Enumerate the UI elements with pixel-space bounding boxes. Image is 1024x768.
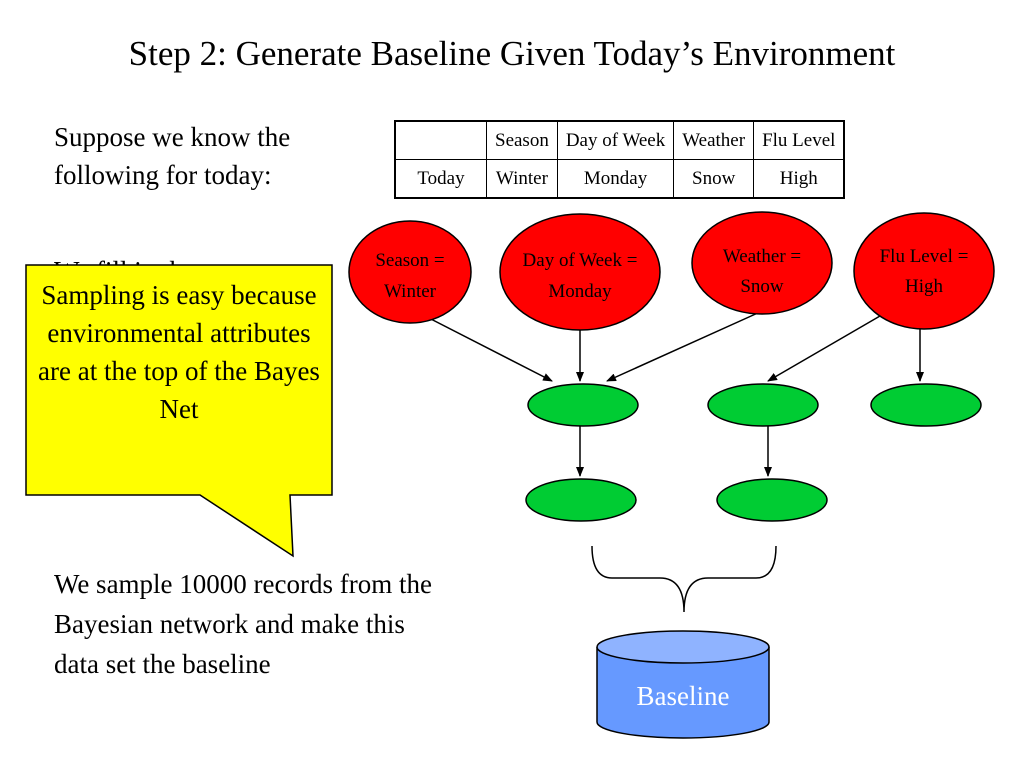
- hidden-node-1: [527, 383, 639, 427]
- callout-text: Sampling is easy because environmental a…: [38, 280, 320, 424]
- node-day-of-week: Day of Week = Monday: [499, 213, 661, 331]
- intro-text: Suppose we know the following for today:: [54, 122, 291, 190]
- node-flu-level-label-2: High: [905, 276, 944, 297]
- node-weather-label-1: Weather =: [723, 246, 801, 267]
- hidden-node-3: [870, 383, 982, 427]
- table-cell: Today: [394, 159, 487, 199]
- node-season: Season = Winter: [348, 220, 472, 324]
- slide-title: Step 2: Generate Baseline Given Today’s …: [128, 34, 896, 73]
- node-flu-level: Flu Level = High: [853, 212, 995, 330]
- hidden-node-5: [716, 478, 828, 522]
- node-weather-label-2: Snow: [740, 276, 784, 297]
- edge-weather-to-node1: [606, 311, 761, 382]
- table-row: Today Winter Monday Snow High: [394, 159, 845, 199]
- callout-bubble: [25, 264, 333, 558]
- node-day-of-week-label-2: Monday: [548, 281, 612, 302]
- table-cell: Winter: [486, 159, 558, 199]
- baseline-label: Baseline: [637, 681, 730, 711]
- hidden-node-4: [525, 478, 637, 522]
- outro-text: We sample 10000 records from the Bayesia…: [54, 569, 432, 679]
- table-cell: Monday: [556, 159, 675, 199]
- table-header-cell: Flu Level: [753, 120, 845, 160]
- curly-brace: [591, 545, 777, 613]
- network-edges: [424, 311, 924, 477]
- table-header-cell: Season: [486, 120, 558, 160]
- node-day-of-week-label-1: Day of Week =: [523, 250, 638, 271]
- hidden-node-2: [707, 383, 819, 427]
- node-flu-level-label-1: Flu Level =: [880, 246, 969, 267]
- environment-table: Season Day of Week Weather Flu Level Tod…: [394, 120, 846, 199]
- node-season-label-2: Winter: [384, 281, 437, 302]
- node-weather: Weather = Snow: [691, 211, 833, 315]
- node-season-label-1: Season =: [375, 250, 444, 271]
- table-cell: High: [753, 159, 845, 199]
- baseline-cylinder: Baseline: [596, 630, 770, 739]
- edge-season-to-node1: [424, 315, 553, 382]
- edge-flu-to-node2: [767, 315, 881, 382]
